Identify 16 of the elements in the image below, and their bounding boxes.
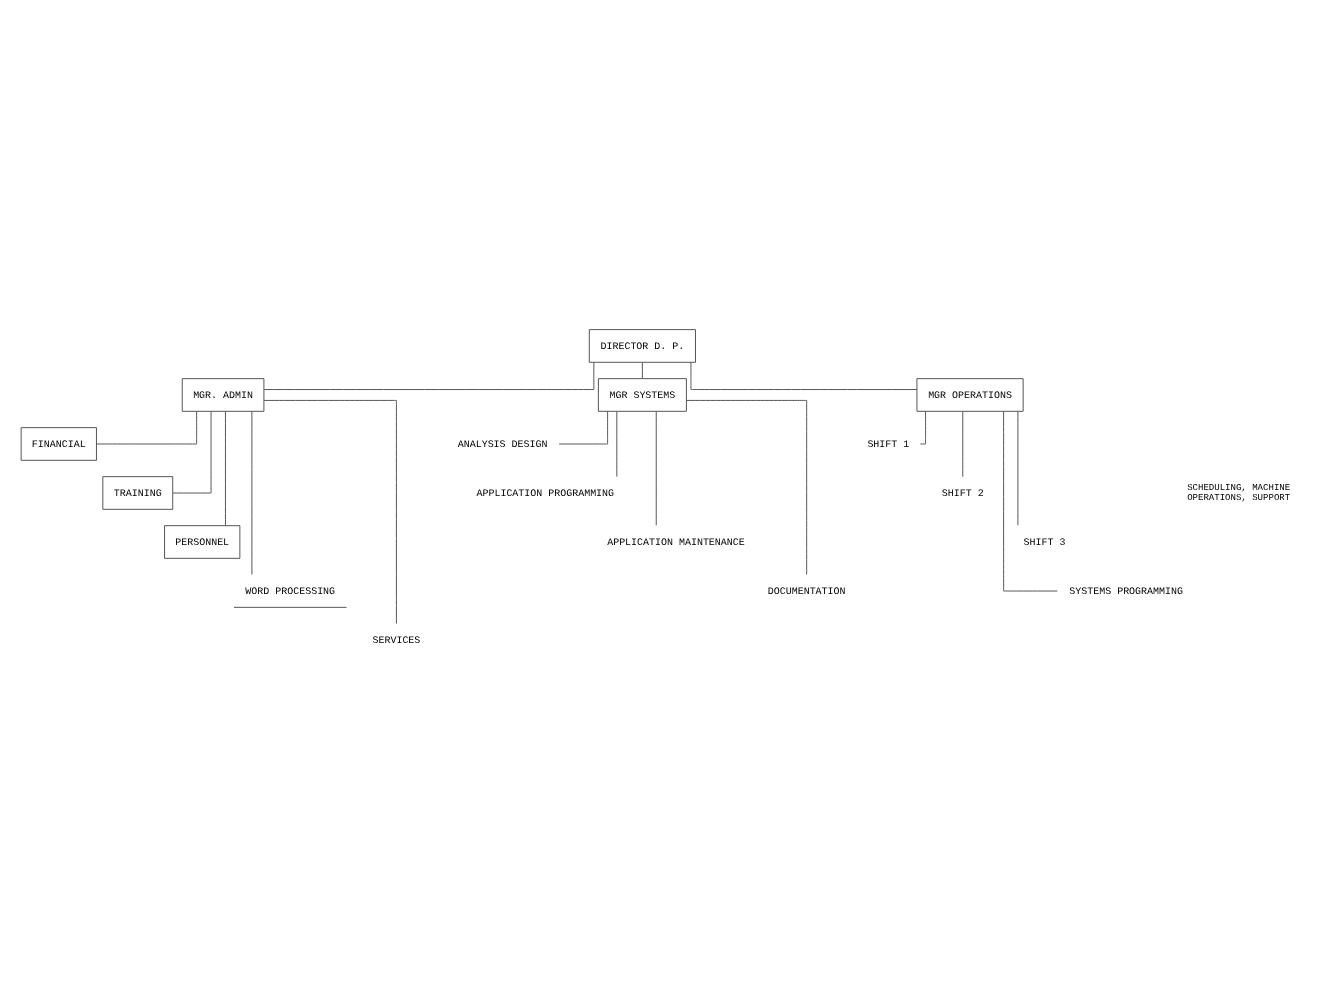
connector (251, 410, 253, 575)
connector (263, 362, 595, 390)
connector (1003, 410, 1058, 592)
connector (263, 399, 397, 624)
connector (962, 411, 964, 478)
connector (172, 411, 212, 494)
connector (225, 411, 226, 526)
connector (616, 411, 618, 478)
connector (685, 399, 808, 575)
connector (655, 411, 657, 526)
connector (558, 411, 609, 445)
connector (690, 362, 918, 390)
connector (641, 362, 643, 379)
connector (1017, 411, 1019, 526)
connector (919, 411, 927, 445)
connector (96, 411, 198, 445)
